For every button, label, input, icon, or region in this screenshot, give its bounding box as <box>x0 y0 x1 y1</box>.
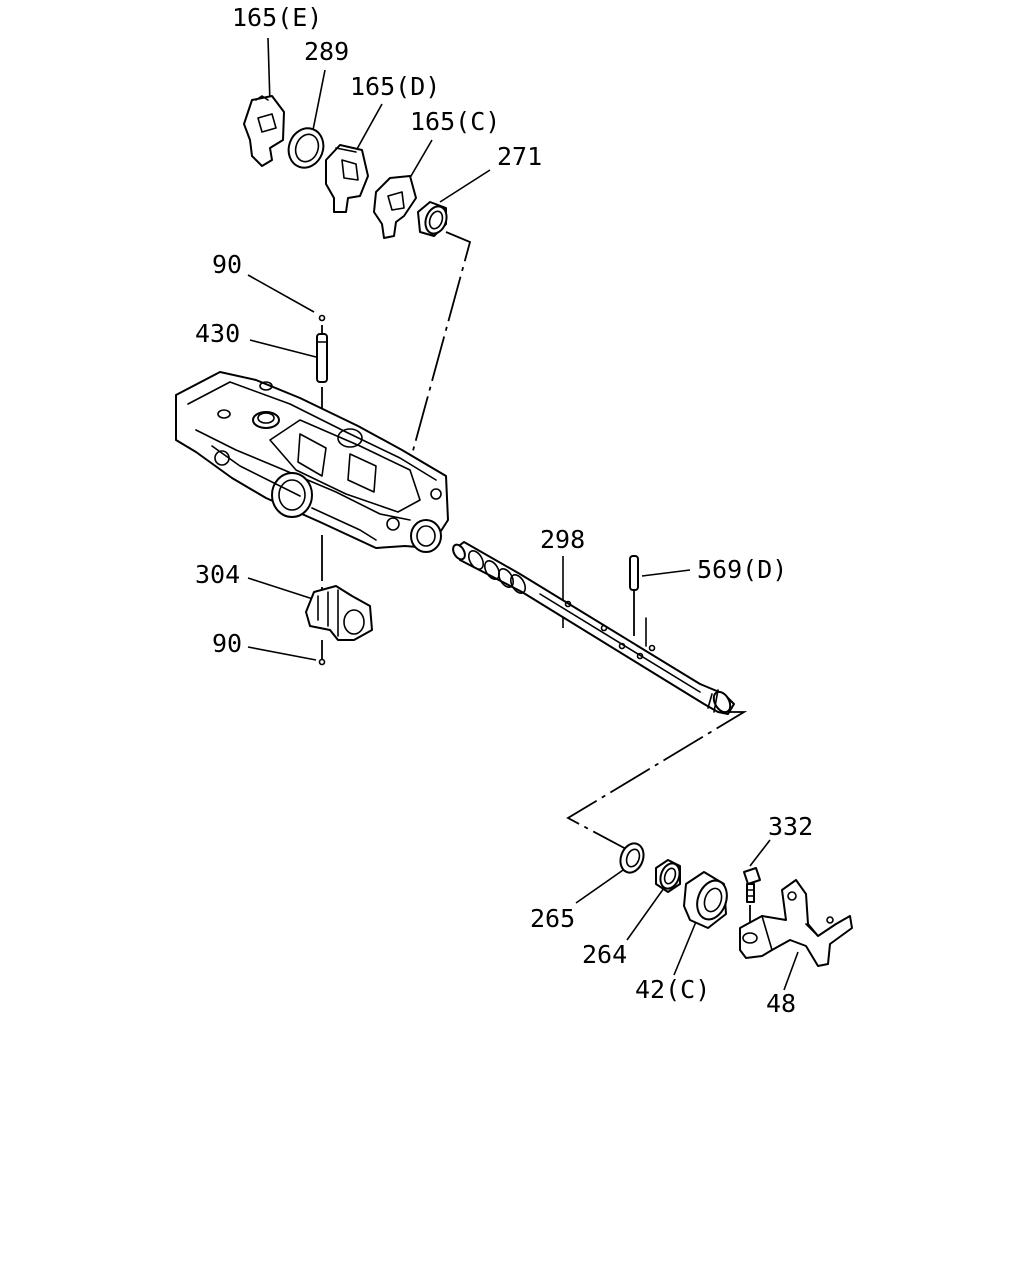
label-90-top: 90 <box>212 250 242 279</box>
part-298-shaft <box>452 541 735 715</box>
part-264-ring <box>655 859 681 893</box>
label-304: 304 <box>195 560 240 589</box>
leader-lines <box>247 37 799 991</box>
part-48-bracket <box>739 879 853 967</box>
part-289-ring <box>287 127 325 169</box>
label-289: 289 <box>304 37 349 66</box>
part-165c-plate <box>373 175 417 239</box>
label-264: 264 <box>582 940 627 969</box>
label-569d: 569(D) <box>697 555 787 584</box>
part-42c-bushing <box>683 871 728 929</box>
part-165e-plate <box>243 95 285 167</box>
assembly-centerlines <box>175 231 751 925</box>
part-90-ball-top <box>318 314 326 322</box>
label-271: 271 <box>497 142 542 171</box>
label-265: 265 <box>530 904 575 933</box>
label-165e: 165(E) <box>232 3 322 32</box>
label-90-bottom: 90 <box>212 629 242 658</box>
label-430: 430 <box>195 319 240 348</box>
label-298: 298 <box>540 525 585 554</box>
housing-body <box>175 371 449 553</box>
part-569d-pin <box>629 555 647 647</box>
part-430-pin <box>316 333 328 383</box>
label-48: 48 <box>766 989 796 1018</box>
part-165d-cam <box>325 144 369 213</box>
part-271-bushing <box>417 201 448 237</box>
label-165c: 165(C) <box>410 107 500 136</box>
label-42c: 42(C) <box>635 975 710 1004</box>
part-90-ball-bottom <box>318 658 326 666</box>
part-265-washer <box>619 842 645 874</box>
label-165d: 165(D) <box>350 72 440 101</box>
label-332: 332 <box>768 812 813 841</box>
part-332-bolt <box>743 867 761 903</box>
part-304-detent <box>305 585 373 641</box>
